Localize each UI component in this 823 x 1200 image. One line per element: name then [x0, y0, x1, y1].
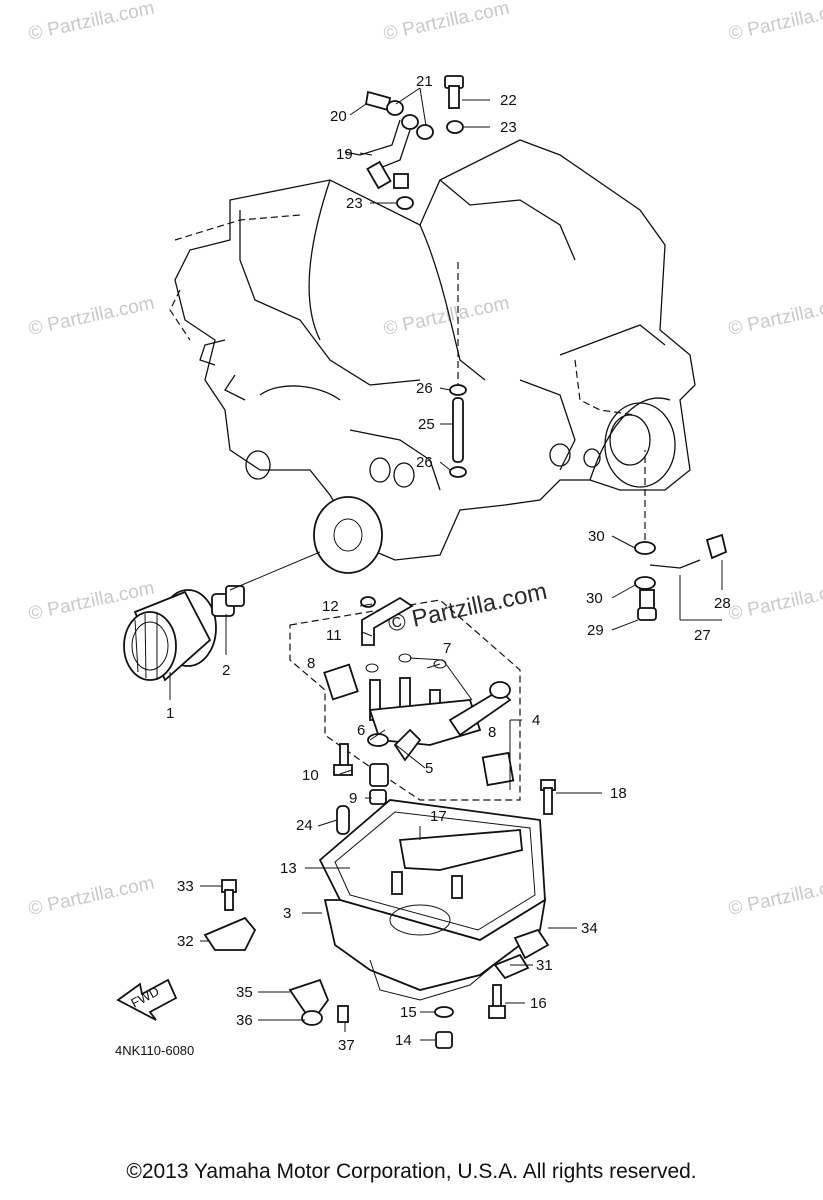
- callout-32: 32: [177, 933, 194, 950]
- callout-14: 14: [395, 1032, 412, 1049]
- diagram-code: 4NK110-6080: [115, 1043, 194, 1058]
- callout-20: 20: [330, 108, 347, 125]
- callout-33: 33: [177, 878, 194, 895]
- copyright-notice: ©2013 Yamaha Motor Corporation, U.S.A. A…: [126, 1160, 697, 1183]
- callout-9: 9: [349, 790, 357, 807]
- callout-36: 36: [236, 1012, 253, 1029]
- watermark: © Partzilla.com: [727, 873, 823, 920]
- watermark: © Partzilla.com: [727, 578, 823, 625]
- callout-5: 5: [425, 760, 433, 777]
- callout-16: 16: [530, 995, 547, 1012]
- callout-6: 6: [357, 722, 365, 739]
- callout-34: 34: [581, 920, 598, 937]
- watermark: © Partzilla.com: [382, 293, 512, 340]
- callout-25: 25: [418, 416, 435, 433]
- callout-28: 28: [714, 595, 731, 612]
- callout-30: 30: [588, 528, 605, 545]
- watermark: © Partzilla.com: [382, 0, 512, 45]
- callout-23: 23: [346, 195, 363, 212]
- callout-30: 30: [586, 590, 603, 607]
- drain-plug: [434, 1006, 454, 1049]
- bolts: [221, 743, 556, 1019]
- callout-13: 13: [280, 860, 297, 877]
- pressure-switch: [634, 450, 728, 621]
- callout-23: 23: [500, 119, 517, 136]
- callout-17: 17: [430, 808, 447, 825]
- callout-35: 35: [236, 984, 253, 1001]
- oil-filter: [123, 589, 217, 682]
- callout-8: 8: [307, 655, 315, 672]
- callout-37: 37: [338, 1037, 355, 1054]
- callout-15: 15: [400, 1004, 417, 1021]
- callout-2: 2: [222, 662, 230, 679]
- callout-29: 29: [587, 622, 604, 639]
- forward-arrow-icon: FWD: [116, 978, 178, 1021]
- callout-26: 26: [416, 454, 433, 471]
- oil-pan: [318, 799, 547, 1001]
- callout-18: 18: [610, 785, 627, 802]
- engine-crankcase: [169, 139, 696, 574]
- callout-8: 8: [488, 724, 496, 741]
- callout-labels: 1 2 3 4 5 6 7 8 8 9 10 11 12 13 14 15 16…: [166, 73, 731, 1054]
- callout-1: 1: [166, 705, 174, 722]
- callout-7: 7: [443, 640, 451, 657]
- callout-11: 11: [326, 627, 342, 644]
- union-bolt: [211, 585, 245, 617]
- callout-10: 10: [302, 767, 319, 784]
- callout-31: 31: [536, 957, 553, 974]
- callout-12: 12: [322, 598, 339, 615]
- watermark: © Partzilla.com: [27, 0, 157, 45]
- sensor-parts: [203, 916, 550, 1026]
- callout-21: 21: [416, 73, 433, 90]
- top-oil-delivery: [344, 75, 464, 210]
- callout-22: 22: [500, 92, 517, 109]
- watermark: © Partzilla.com: [27, 873, 157, 920]
- callout-4: 4: [532, 712, 540, 729]
- callout-24: 24: [296, 817, 313, 834]
- leader-lines: [169, 87, 723, 1041]
- callout-27: 27: [694, 627, 711, 644]
- watermark: © Partzilla.com: [727, 293, 823, 340]
- oil-strainer-assembly: [289, 599, 521, 801]
- callout-19: 19: [336, 146, 353, 163]
- watermark: © Partzilla.com: [727, 0, 823, 45]
- watermark: © Partzilla.com: [27, 293, 157, 340]
- callout-26: 26: [416, 380, 433, 397]
- oil-pipe-25: [449, 262, 467, 478]
- callout-3: 3: [283, 905, 291, 922]
